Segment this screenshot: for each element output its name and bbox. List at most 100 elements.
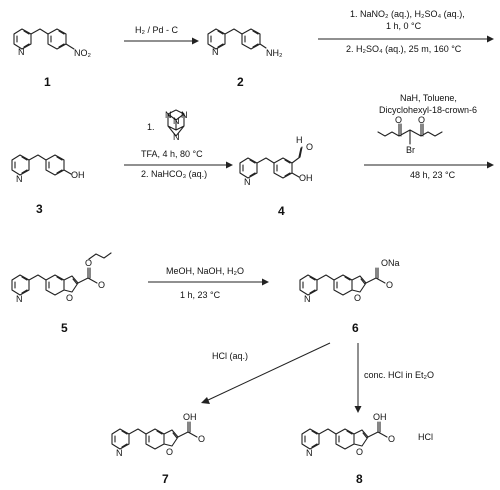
carbonyl-oxygen: O xyxy=(388,434,395,444)
aldehyde-bond xyxy=(291,146,303,164)
svg-text:N: N xyxy=(173,132,180,142)
compound-5: N O O O 5 xyxy=(11,252,112,335)
carboxylic-acid-bond xyxy=(177,421,198,438)
hcl-salt: HCl xyxy=(418,432,433,442)
compound-6: N O O ONa 6 xyxy=(299,258,400,335)
ring-oxygen: O xyxy=(66,293,73,303)
step7-arrowhead xyxy=(354,406,362,413)
hydroxyl-group: OH xyxy=(71,170,85,180)
step2-arrowhead xyxy=(487,35,494,43)
compound-4: N H O OH 4 xyxy=(239,135,313,218)
pyridine-nitrogen: N xyxy=(244,177,251,187)
amine-bond xyxy=(259,43,267,49)
ring-oxygen: O xyxy=(356,447,363,457)
pyridine-ring xyxy=(239,157,258,179)
reaction-step-1: H₂ / Pd - C xyxy=(124,25,199,45)
step2-line3: 2. H₂SO₄ (aq.), 25 m, 160 °C xyxy=(346,44,462,54)
pyridine-nitrogen: N xyxy=(212,47,219,57)
compound-number-6: 6 xyxy=(352,321,359,335)
ethyl-chain xyxy=(88,252,112,260)
reaction-step-7: conc. HCl in Et₂O xyxy=(354,343,434,413)
benzofuran-ring xyxy=(335,428,369,450)
pyridine-ring xyxy=(11,154,30,176)
step2-line1: 1. NaNO₂ (aq.), H₂SO₄ (aq.), xyxy=(350,9,465,19)
methylene-bridge xyxy=(28,154,47,161)
carboxylate-bond xyxy=(365,267,386,284)
hydroxyl-group: OH xyxy=(183,412,197,422)
reaction-step-3: 1. N N N N TFA, 4 h, 80 °C 2. NaHCO₃ (aq… xyxy=(124,109,233,179)
pyridine-nitrogen: N xyxy=(18,47,25,57)
pyridine-ring xyxy=(13,28,32,50)
svg-text:O: O xyxy=(418,115,425,125)
step3-line2: 2. NaHCO₃ (aq.) xyxy=(141,169,207,179)
step3-reagent-prefix: 1. xyxy=(147,122,155,132)
amine-group: NH₂ xyxy=(266,48,283,58)
compound-1: N NO₂ 1 xyxy=(13,28,92,89)
pyridine-nitrogen: N xyxy=(116,448,123,458)
sodium-carboxylate: ONa xyxy=(381,258,400,268)
step4-line2: Dicyclohexyl-18-crown-6 xyxy=(379,105,477,115)
compound-number-3: 3 xyxy=(36,202,43,216)
hydroxyl-group: OH xyxy=(299,173,313,183)
carbonyl-oxygen: O xyxy=(98,280,105,290)
carbonyl-oxygen: O xyxy=(198,434,205,444)
compound-number-4: 4 xyxy=(278,204,285,218)
nitro-bond xyxy=(65,43,75,50)
methylene-bridge xyxy=(316,274,335,281)
svg-text:O: O xyxy=(395,115,402,125)
ester-bond xyxy=(77,267,98,284)
compound-number-1: 1 xyxy=(44,75,51,89)
hydroxyl-bond xyxy=(63,169,72,175)
step1-conditions: H₂ / Pd - C xyxy=(135,25,179,35)
nitro-group: NO₂ xyxy=(74,48,92,58)
carbonyl-oxygen: O xyxy=(386,280,393,290)
benzofuran-ring xyxy=(145,428,179,450)
compound-number-7: 7 xyxy=(162,472,169,486)
svg-text:N: N xyxy=(181,110,188,120)
compound-8: N O O OH HCl 8 xyxy=(301,412,433,486)
benzene-ring xyxy=(273,157,293,179)
carboxylic-acid-bond xyxy=(367,421,388,438)
reaction-step-5: MeOH, NaOH, H₂O 1 h, 23 °C xyxy=(148,266,269,300)
reaction-step-4: NaH, Toluene, Dicyclohexyl-18-crown-6 O … xyxy=(364,93,494,180)
benzofuran-ring xyxy=(333,274,367,296)
step2-line2: 1 h, 0 °C xyxy=(386,21,422,31)
compound-2: N NH₂ 2 xyxy=(207,28,283,89)
pyridine-ring xyxy=(111,428,130,450)
benzene-ring xyxy=(45,154,65,176)
methylene-bridge xyxy=(224,28,243,35)
svg-text:N: N xyxy=(165,110,172,120)
methylene-bridge xyxy=(28,274,47,281)
ring-oxygen: O xyxy=(166,447,173,457)
compound-number-8: 8 xyxy=(356,472,363,486)
methylene-bridge xyxy=(128,428,147,435)
hydroxyl-group: OH xyxy=(373,412,387,422)
phenol-bond xyxy=(291,172,300,178)
aldehyde-o: O xyxy=(306,142,313,152)
pyridine-ring xyxy=(11,274,30,296)
ester-oxygen: O xyxy=(85,258,92,268)
step3-arrowhead xyxy=(226,161,233,169)
step5-line1: MeOH, NaOH, H₂O xyxy=(166,266,244,276)
step6-arrowhead xyxy=(201,397,210,404)
ring-oxygen: O xyxy=(354,293,361,303)
compound-7: N O O OH 7 xyxy=(111,412,205,486)
step1-arrowhead xyxy=(192,37,199,45)
compound-number-5: 5 xyxy=(61,321,68,335)
pyridine-ring xyxy=(207,28,226,50)
step4-br: Br xyxy=(406,145,415,155)
benzene-ring xyxy=(241,28,261,50)
pyridine-nitrogen: N xyxy=(304,294,311,304)
methylene-bridge xyxy=(256,157,275,164)
step4-line3: 48 h, 23 °C xyxy=(410,170,456,180)
step4-arrowhead xyxy=(487,161,494,169)
pyridine-nitrogen: N xyxy=(16,174,23,184)
step5-line2: 1 h, 23 °C xyxy=(180,290,221,300)
methylene-bridge xyxy=(30,28,49,35)
reaction-step-6: HCl (aq.) xyxy=(201,342,331,404)
svg-text:N: N xyxy=(173,116,180,126)
compound-3: N OH 3 xyxy=(11,154,85,216)
methylene-bridge xyxy=(318,428,337,435)
step3-line1: TFA, 4 h, 80 °C xyxy=(141,149,203,159)
